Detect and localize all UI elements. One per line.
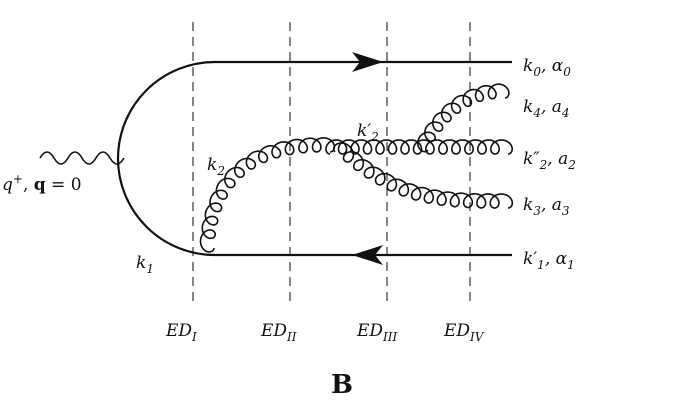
- label-photon: q+, q = 0: [2, 172, 82, 195]
- arrow-bottom: [352, 245, 383, 265]
- gluon-k3: [332, 142, 514, 209]
- figure-caption: B: [331, 370, 353, 400]
- label-k2-double-prime: k″2, a2: [523, 149, 576, 172]
- label-k4: k4, a4: [523, 97, 570, 120]
- quark-line: [116, 60, 512, 257]
- label-ed-4: EDIV: [443, 321, 485, 344]
- label-k1-prime: k′1, α1: [523, 249, 575, 272]
- label-k0: k0, α0: [523, 56, 571, 79]
- gluon-k2: [199, 137, 336, 253]
- label-ed-3: EDIII: [356, 321, 398, 344]
- gluon-lines: [199, 83, 514, 253]
- label-k2-prime: k′2: [357, 121, 379, 144]
- label-k2: k2: [207, 155, 225, 178]
- label-k3: k3, a3: [523, 195, 570, 218]
- label-ed-1: EDI: [165, 321, 197, 344]
- gluon-k4: [416, 83, 510, 153]
- arrow-top: [352, 52, 383, 72]
- label-k1: k1: [136, 253, 154, 276]
- photon-line: [39, 151, 125, 165]
- label-ed-2: EDII: [260, 321, 297, 344]
- gluon-k2-dprime: [424, 139, 514, 155]
